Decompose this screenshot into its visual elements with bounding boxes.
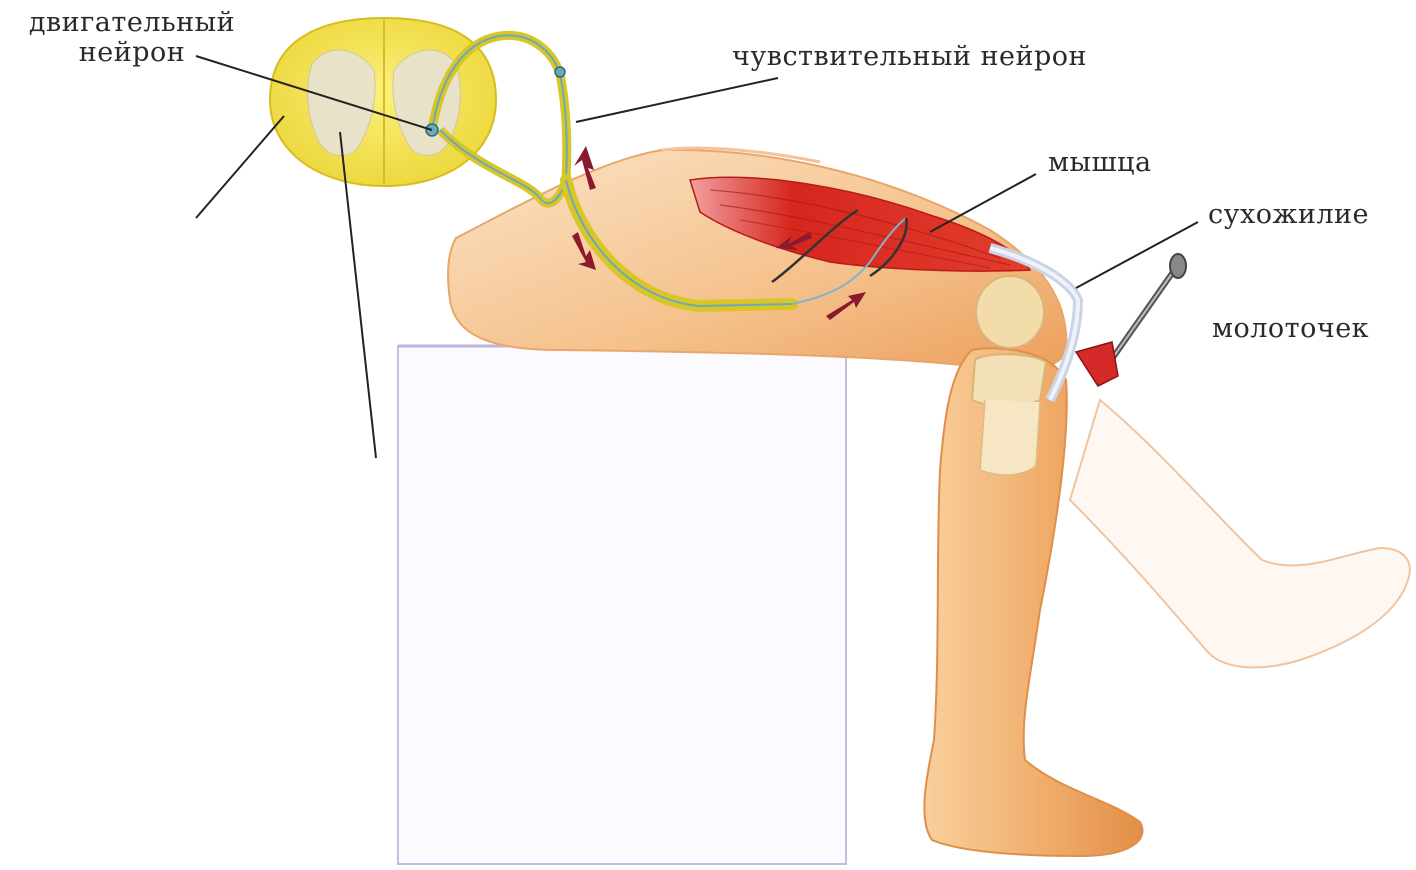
label-muscle: мышца (1048, 148, 1152, 178)
label-sensory-neuron: чувствительный нейрон (732, 42, 1087, 72)
leader-muscle (930, 174, 1036, 232)
label-motor-neuron: двигательный нейрон (12, 8, 252, 68)
leader-cord-left (196, 116, 284, 218)
knee-bones (972, 276, 1046, 475)
label-tendon: сухожилие (1208, 200, 1369, 230)
label-motor-neuron-line2: нейрон (12, 38, 252, 68)
ghost-leg (1070, 400, 1410, 667)
leader-sensory-neuron (576, 78, 778, 122)
spinal-cord (270, 18, 496, 186)
reflex-hammer (1076, 254, 1186, 386)
label-motor-neuron-line1: двигательный (12, 8, 252, 38)
label-hammer: молоточек (1212, 314, 1369, 344)
stool (398, 346, 846, 864)
